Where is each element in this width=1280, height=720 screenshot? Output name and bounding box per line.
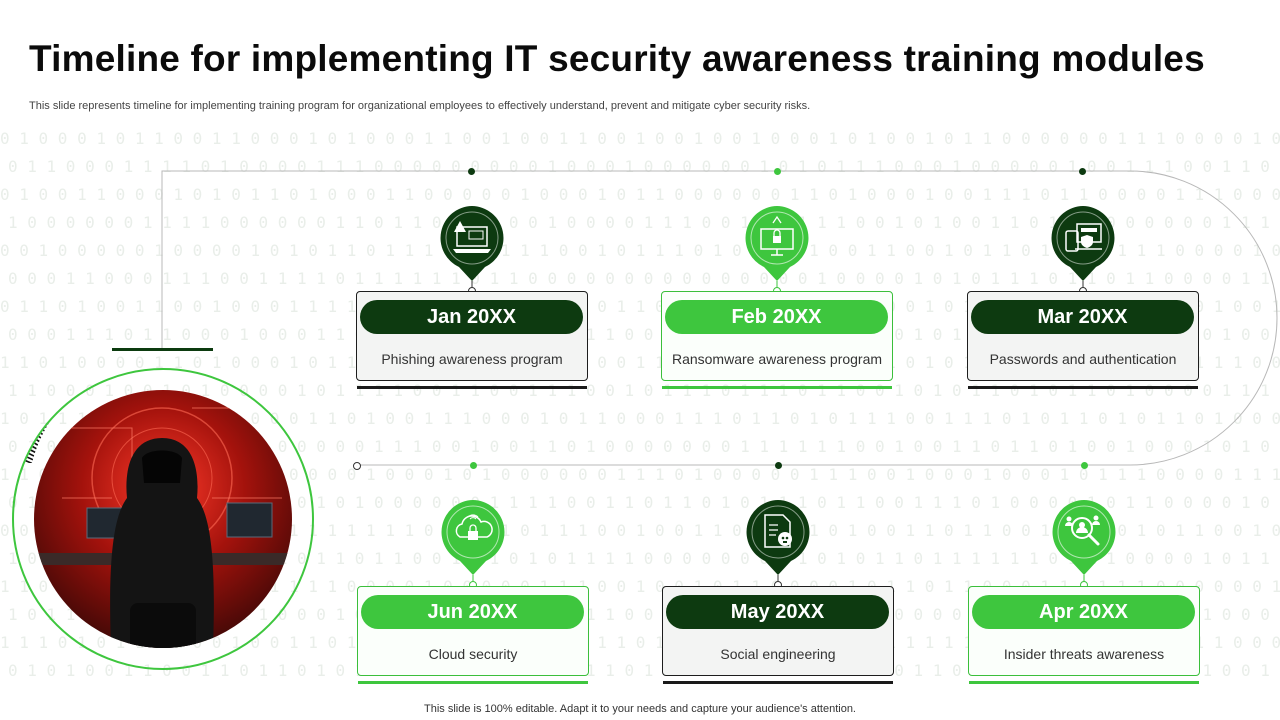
binary-digit-row: 0 0 1 0 0 0 0 0 1 0 0 0 0 1 0 1 0 1 1 0 … [0,241,1280,260]
hooded-hacker-photo [34,390,292,648]
timeline-dot [1079,168,1086,175]
timeline-card-may: May 20XX Social engineering [662,586,894,676]
footer-note: This slide is 100% editable. Adapt it to… [424,703,856,715]
timeline-date: Apr 20XX [972,595,1195,629]
timeline-description: Social engineering [720,646,836,662]
binary-digit-row: 1 1 0 0 1 0 1 0 1 0 0 0 1 1 1 0 0 0 0 1 … [0,465,1280,484]
password-shield-devices-icon [1050,205,1116,295]
timeline-date: Jun 20XX [361,595,584,629]
binary-digit-row: 1 0 1 1 1 0 0 1 0 1 0 0 1 1 0 0 0 1 0 0 … [8,605,1280,624]
timeline-description: Phishing awareness program [381,351,563,367]
timeline-card-apr: Apr 20XX Insider threats awareness [968,586,1200,676]
binary-digit-row: 1 1 0 1 0 1 0 0 1 1 1 0 1 1 1 1 1 1 0 0 … [0,577,1280,596]
accent-bar [112,348,213,351]
binary-digit-row: 0 1 0 1 0 0 1 1 0 0 1 1 0 1 1 0 1 0 1 1 … [8,661,1280,680]
binary-digit-row: 0 0 0 1 1 1 0 1 1 0 0 0 1 0 0 0 1 1 0 0 … [8,325,1280,344]
timeline-description: Insider threats awareness [1003,646,1165,662]
binary-digit-row: 1 0 1 1 1 1 0 1 0 0 0 0 1 0 0 0 1 1 0 1 … [0,409,1280,428]
timeline-description: Passwords and authentication [989,351,1177,367]
binary-digit-row: 0 0 0 1 1 0 0 0 1 1 1 0 0 1 1 1 1 0 1 1 … [8,269,1280,288]
binary-digit-row: 1 1 1 0 1 0 1 1 1 1 0 0 1 0 0 1 1 0 1 0 … [0,633,1280,652]
binary-digit-row: 0 1 0 0 0 1 0 0 0 0 0 0 1 1 0 0 0 0 0 1 … [8,437,1280,456]
timeline-card-feb: Feb 20XX Ransomware awareness program [661,291,893,381]
card-underline [663,681,893,684]
card-underline [968,386,1198,389]
timeline-dot [775,462,782,469]
binary-digit-row: 1 0 0 0 0 0 0 1 1 1 1 0 0 0 0 0 0 1 1 0 … [8,213,1280,232]
timeline-date: Feb 20XX [665,300,888,334]
timeline-dot [470,462,477,469]
timeline-card-jan: Jan 20XX Phishing awareness program [356,291,588,381]
timeline-dot [1081,462,1088,469]
timeline-description: Ransomware awareness program [671,351,883,367]
card-underline [969,681,1199,684]
binary-digit-row: 0 1 1 0 1 0 0 1 1 0 0 1 0 0 0 1 1 1 1 0 … [0,297,1280,316]
page-subtitle: This slide represents timeline for imple… [29,100,811,112]
binary-digit-row: 1 1 0 1 0 0 0 0 1 1 0 1 0 0 0 1 0 1 1 1 … [0,353,1280,372]
card-underline [357,386,587,389]
binary-digit-row: 0 0 0 0 1 1 1 1 1 0 0 1 1 1 1 1 1 1 1 1 … [0,521,1280,540]
card-underline [358,681,588,684]
binary-background-pattern: 0 1 0 0 0 1 0 1 1 0 0 1 1 0 0 0 1 0 1 0 … [0,129,1280,680]
binary-digit-row: 0 1 0 0 1 1 0 0 0 1 0 1 0 1 1 0 1 0 0 0 … [0,185,1280,204]
page-title: Timeline for implementing IT security aw… [29,38,1205,79]
timeline-dot [468,168,475,175]
binary-digit-row: 1 1 0 0 0 1 0 0 1 0 1 0 0 0 0 1 0 1 1 1 … [8,381,1280,400]
cloud-security-lock-icon [440,499,506,589]
timeline-date: Jan 20XX [360,300,583,334]
phishing-laptop-warning-icon [439,205,505,295]
timeline-date: May 20XX [666,595,889,629]
timeline-card-jun: Jun 20XX Cloud security [357,586,589,676]
insider-threat-magnifier-icon [1051,499,1117,589]
timeline-date: Mar 20XX [971,300,1194,334]
hacker-photo-frame [12,368,315,671]
timeline-card-mar: Mar 20XX Passwords and authentication [967,291,1199,381]
timeline-dot [774,168,781,175]
timeline-description: Cloud security [428,646,518,662]
ransomware-monitor-lock-icon [744,205,810,295]
binary-digit-row: 0 1 0 0 0 1 0 1 1 0 0 1 1 0 0 0 1 0 1 0 … [0,129,1280,148]
binary-digit-row: 0 1 0 1 1 0 1 0 1 1 1 0 0 1 1 0 1 0 1 0 … [8,493,1280,512]
social-engineering-document-icon [745,499,811,589]
binary-digit-row: 1 0 0 0 1 0 0 0 1 1 0 1 1 1 1 0 1 1 0 1 … [8,549,1280,568]
card-underline [662,386,892,389]
